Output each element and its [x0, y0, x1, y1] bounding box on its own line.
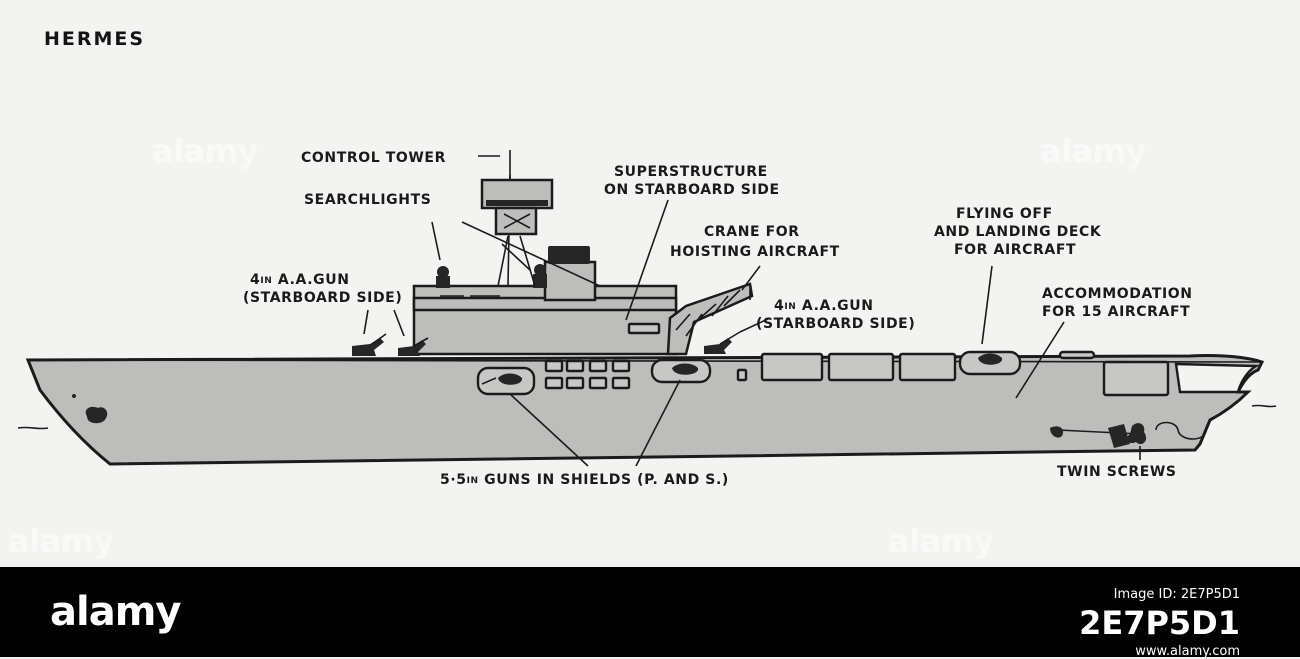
aa-gun [704, 331, 741, 354]
label-aa-gun-left-side: (STARBOARD SIDE) [243, 290, 402, 306]
hawse-hole [72, 394, 76, 398]
label-flying-deck: AND LANDING DECK [934, 224, 1102, 240]
label-guns-in-shields-unit: IN [467, 476, 479, 486]
watermark: alamy [888, 522, 995, 560]
label-accommodation: FOR 15 AIRCRAFT [1042, 304, 1190, 320]
anchor [85, 406, 108, 424]
label-aa-gun-right-unit: IN [784, 302, 796, 312]
label-aa-gun-left: 4IN A.A.GUN [250, 272, 350, 288]
crane [666, 282, 754, 356]
image-id-inline: 2E7P5D1 [1180, 587, 1240, 602]
superstructure [412, 246, 678, 356]
label-aa-gun-right-text: A.A.GUN [796, 298, 873, 314]
aa-gun [398, 337, 429, 356]
diagram-title: HERMES [44, 28, 145, 50]
watermark: alamy [152, 132, 259, 170]
twin-screws [1050, 421, 1207, 448]
label-guns-in-shields-number: 5·5 [440, 472, 467, 488]
label-guns-in-shields: 5·5IN GUNS IN SHIELDS (P. AND S.) [440, 472, 729, 488]
gun-shield [476, 366, 536, 396]
label-aa-gun-right-side: (STARBOARD SIDE) [756, 316, 915, 332]
leader-lines [363, 155, 1141, 467]
watermark: alamy [8, 522, 115, 560]
label-control-tower: CONTROL TOWER [301, 150, 446, 166]
hangar-windows [736, 352, 957, 382]
hull [25, 353, 1265, 466]
port-windows [544, 359, 631, 390]
label-superstructure: SUPERSTRUCTURE [614, 164, 768, 180]
control-tower [480, 150, 554, 287]
label-aa-gun-left-text: A.A.GUN [272, 272, 349, 288]
deck-fitting [1058, 350, 1096, 360]
label-flying-deck: FOR AIRCRAFT [954, 242, 1076, 258]
diagram-canvas: alamy alamy alamy alamy HERMES [8, 28, 1277, 560]
footer-site-link[interactable]: www.alamy.com [1135, 644, 1240, 659]
label-aa-gun-left-unit: IN [260, 276, 272, 286]
gun-shield [958, 350, 1022, 376]
label-crane: HOISTING AIRCRAFT [670, 244, 840, 260]
label-superstructure: ON STARBOARD SIDE [604, 182, 780, 198]
label-crane: CRANE FOR [704, 224, 800, 240]
label-flying-deck: FLYING OFF [956, 206, 1053, 222]
aa-gun [352, 333, 387, 356]
footer-meta: Image ID: 2E7P5D1 2E7P5D1 www.alamy.com [1079, 587, 1240, 659]
gun-shield [650, 358, 712, 384]
label-searchlights: SEARCHLIGHTS [304, 192, 431, 208]
image-id: 2E7P5D1 [1079, 604, 1240, 642]
label-aa-gun-right: 4IN A.A.GUN [774, 298, 874, 314]
image-id-label: Image ID: 2E7P5D1 [1079, 587, 1240, 602]
label-aa-gun-left-number: 4 [250, 272, 260, 288]
watermark: alamy [1040, 132, 1147, 170]
footer-bar: alamy Image ID: 2E7P5D1 2E7P5D1 www.alam… [0, 567, 1300, 659]
footer-brand-logo[interactable]: alamy [50, 589, 181, 635]
ship-diagram: alamy alamy alamy alamy HERMES [8, 28, 1277, 560]
stern-overhang [1174, 362, 1261, 394]
water-line [17, 404, 1277, 430]
label-guns-in-shields-text: GUNS IN SHIELDS (P. AND S.) [479, 472, 729, 488]
image-id-prefix: Image ID: [1113, 587, 1181, 602]
hangar-opening [1102, 360, 1170, 397]
label-twin-screws: TWIN SCREWS [1057, 464, 1177, 480]
label-accommodation: ACCOMMODATION [1042, 286, 1193, 302]
label-aa-gun-right-number: 4 [774, 298, 784, 314]
